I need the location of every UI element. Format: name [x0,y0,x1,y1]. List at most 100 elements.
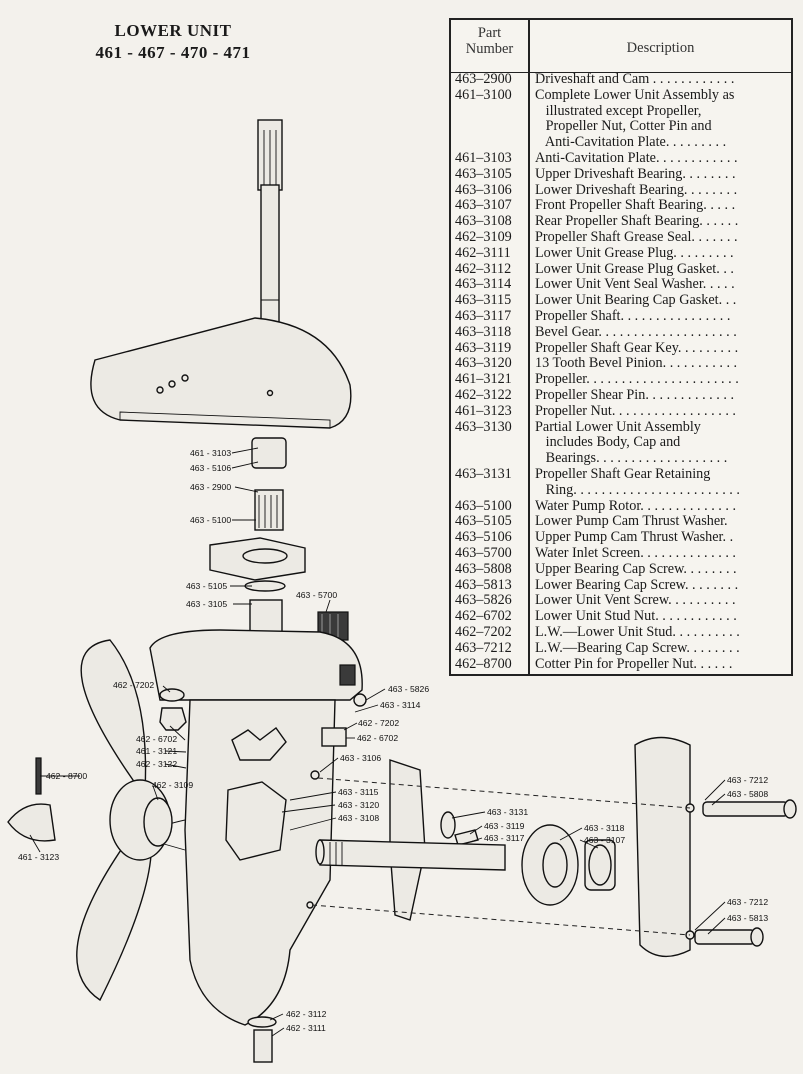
part-description-cell: Lower Unit Vent Screw. . . . . . . . . . [535,593,736,609]
callout-461-3123: 461 - 3123 [18,852,59,862]
propeller-shaft-part [315,839,506,871]
part-number-cell: 463–3105 [455,165,512,182]
part-description-cell: Water Pump Rotor. . . . . . . . . . . . … [535,498,737,514]
callout-463-5826: 463 - 5826 [388,684,429,694]
part-number-cell: 462–6702 [455,608,512,625]
part-description-cell: Water Inlet Screen. . . . . . . . . . . … [535,546,736,561]
lower-unit-body-part [147,629,363,1026]
part-description-cell: Propeller Shaft Grease Seal. . . . . . . [535,230,738,245]
header-part-label: Part [477,25,502,41]
part-description-cell: Bevel Gear. . . . . . . . . . . . . . . … [535,324,737,340]
part-description-cell: Upper Bearing Cap Screw. . . . . . . . [535,561,737,577]
part-description-cell: Lower Unit Bearing Cap Gasket. . . [535,293,737,309]
part-number-cell: 461–3121 [455,371,512,388]
part-description-cell: Lower Driveshaft Bearing. . . . . . . . [535,182,738,198]
table-row: 463–3131 Propeller Shaft Gear Retaining R… [451,466,791,499]
callout-463-5106: 463 - 5106 [190,463,231,473]
page-title: LOWER UNIT 461 - 467 - 470 - 471 [58,20,288,64]
part-number-cell: 463–5700 [455,545,512,561]
part-description-cell: Propeller Shaft Gear Retaining [535,467,711,482]
callout-462-6702-left: 462 - 6702 [136,734,177,744]
callout-leaders [29,447,726,1037]
anti-cavitation-plate-part [90,317,352,429]
table-row: 463–3118 Bevel Gear. . . . . . . . . . . … [451,323,791,341]
part-description-cell: Propeller. . . . . . . . . . . . . . . .… [535,372,739,388]
part-description-cell: Propeller Nut. . . . . . . . . . . . . .… [535,403,736,419]
part-description-cell: Driveshaft and Cam . . . . . . . . . . .… [535,72,735,87]
part-number-cell: 462–3111 [455,244,511,261]
part-number-cell: 463–3108 [455,213,512,230]
callout-463-7212-lower: 463 - 7212 [727,897,768,907]
header-number-label: Number [465,41,514,57]
callout-463-7212-upper: 463 - 7212 [727,775,768,785]
part-description-cell: Anti-Cavitation Plate. . . . . . . . . [535,135,727,151]
part-number-cell: 462–8700 [455,655,512,672]
callout-462-3122: 462 - 3122 [136,759,177,769]
table-row: 463–3106 Lower Driveshaft Bearing. . . . … [451,181,791,199]
part-number-cell: 463–7212 [455,639,512,656]
part-description-cell: Ring. . . . . . . . . . . . . . . . . . … [535,482,740,498]
callout-463-3107: 463 - 3107 [584,835,625,845]
part-description-cell: Lower Unit Grease Plug. . . . . . . . . [535,245,734,261]
propeller-part [7,639,173,1002]
column-divider [528,20,530,674]
part-number-cell: 463–3120 [455,355,512,372]
table-row: 462–8700 Cotter Pin for Propeller Nut. . … [451,655,791,673]
part-number-cell: 463–3130 [455,418,512,435]
callout-463-2900: 463 - 2900 [190,482,231,492]
callout-463-3108: 463 - 3108 [338,813,379,823]
callout-462-3112: 462 - 3112 [286,1009,327,1019]
part-description-cell: Propeller Shaft. . . . . . . . . . . . .… [535,309,731,324]
part-number-cell: 463–3106 [455,181,512,198]
part-description-cell: Lower Pump Cam Thrust Washer. [535,514,728,530]
part-description-cell: Propeller Nut, Cotter Pin and [535,119,712,135]
table-row: 461–3121 Propeller. . . . . . . . . . . .… [451,371,791,388]
callout-463-5813: 463 - 5813 [727,913,768,923]
callout-462-3111: 462 - 3111 [286,1023,326,1033]
grease-plug-part [247,1016,277,1063]
part-description-cell: Lower Bearing Cap Screw. . . . . . . . [535,577,739,593]
callout-462-7202-right: 462 - 7202 [358,718,399,728]
part-number-cell: 461–3103 [455,150,512,166]
part-number-cell: 463–3118 [455,323,512,340]
part-number-cell: 463–3131 [455,466,512,482]
part-description-cell: Cotter Pin for Propeller Nut. . . . . . [535,656,733,672]
part-description-cell: Lower Unit Vent Seal Washer. . . . . [535,277,735,293]
header-part-number: Part Number [451,25,528,57]
bearing-cap-part [634,736,695,958]
table-row: 463–5700 Water Inlet Screen. . . . . . . … [451,545,791,562]
callout-463-3118: 463 - 3118 [584,823,625,833]
table-row: 462–3111 Lower Unit Grease Plug. . . . . … [451,244,791,262]
table-header: Part Number Description [451,20,791,73]
part-number-cell: 463–5826 [455,592,512,609]
part-description-cell: Partial Lower Unit Assembly [535,419,701,435]
cap-screw-parts [694,799,797,947]
table-row: 463–5826 Lower Unit Vent Screw. . . . . .… [451,593,791,609]
callout-461-3103: 461 - 3103 [190,448,231,458]
upper-bearing-stack [209,437,306,643]
part-description-cell: includes Body, Cap and [535,435,681,451]
part-number-cell: 462–3122 [455,387,512,403]
table-row: 463–3130 Partial Lower Unit Assembly incl… [451,418,791,467]
callout-463-5100: 463 - 5100 [190,515,231,525]
part-number-cell: 463–5100 [455,497,512,514]
callout-462-8700: 462 - 8700 [46,771,87,781]
callout-463-3117: 463 - 3117 [484,833,525,843]
part-description-cell: Lower Unit Grease Plug Gasket. . . [535,261,734,277]
part-description-cell: Propeller Shear Pin. . . . . . . . . . .… [535,388,734,403]
